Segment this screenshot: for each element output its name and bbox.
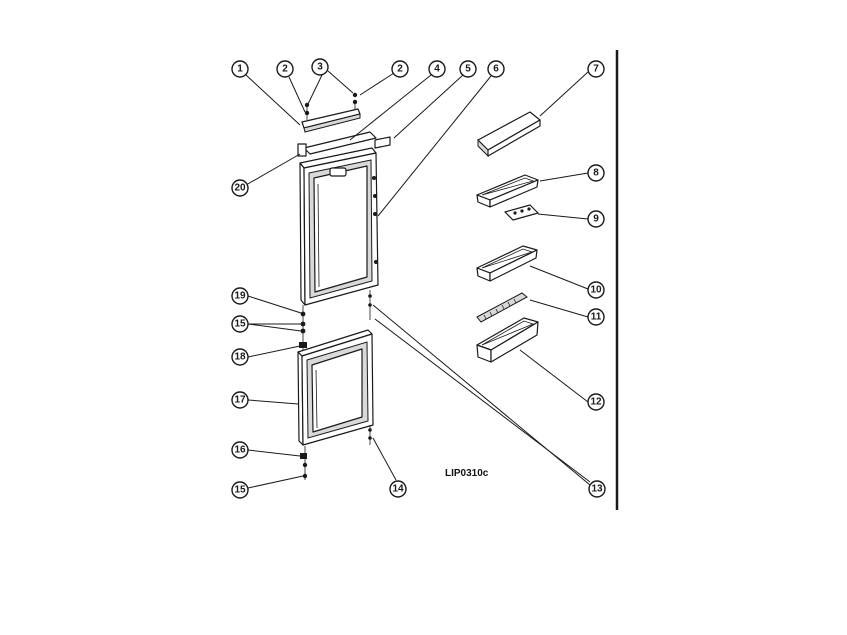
drawing-code-label: LIP0310c [445, 468, 489, 479]
callout-14: 14 [389, 480, 407, 498]
svg-text:1: 1 [237, 64, 243, 75]
svg-text:7: 7 [593, 64, 599, 75]
bottle-shelf [476, 317, 539, 363]
callout-13: 13 [588, 480, 606, 498]
callout-8: 8 [587, 164, 605, 182]
svg-text:9: 9 [593, 214, 599, 225]
small-clip-part [374, 136, 391, 149]
callout-15-middle: 15 [231, 315, 249, 333]
callout-2-left: 2 [276, 60, 294, 78]
svg-text:5: 5 [465, 64, 471, 75]
upper-door [299, 147, 379, 306]
door-shelf-upper [476, 174, 539, 208]
upper-hinge-piece [297, 143, 307, 157]
middle-hinge-stack [299, 290, 372, 350]
callout-5: 5 [459, 60, 477, 78]
callout-15-bottom: 15 [231, 481, 249, 499]
svg-text:4: 4 [434, 64, 440, 75]
top-screws [304, 92, 358, 120]
callout-10: 10 [587, 281, 605, 299]
callout-12: 12 [587, 393, 605, 411]
callout-17: 17 [231, 391, 249, 409]
callout-4: 4 [428, 60, 446, 78]
svg-text:10: 10 [590, 285, 602, 296]
callout-11: 11 [587, 308, 605, 326]
door-top-trim [303, 131, 377, 155]
callout-2-right: 2 [391, 60, 409, 78]
door-shelf-middle [476, 245, 538, 282]
callout-6: 6 [487, 60, 505, 78]
callout-19: 19 [231, 287, 249, 305]
svg-text:15: 15 [234, 485, 246, 496]
svg-text:20: 20 [234, 183, 246, 194]
svg-text:12: 12 [590, 397, 602, 408]
callout-9: 9 [587, 210, 605, 228]
callout-1: 1 [231, 60, 249, 78]
callout-16: 16 [231, 441, 249, 459]
svg-text:8: 8 [593, 168, 599, 179]
top-hinge-cover [301, 108, 361, 133]
svg-text:16: 16 [234, 445, 246, 456]
svg-text:15: 15 [234, 319, 246, 330]
callout-3: 3 [311, 58, 329, 76]
callout-20: 20 [231, 179, 249, 197]
egg-holder [504, 204, 539, 221]
svg-text:14: 14 [392, 484, 404, 495]
dairy-shelf [477, 111, 541, 158]
svg-text:2: 2 [282, 64, 288, 75]
bottom-hinge-stack [300, 425, 372, 480]
callout-7: 7 [587, 60, 605, 78]
svg-text:2: 2 [397, 64, 403, 75]
lower-door [297, 329, 374, 446]
svg-text:3: 3 [317, 62, 323, 73]
svg-text:18: 18 [234, 352, 246, 363]
svg-text:13: 13 [591, 484, 603, 495]
svg-text:6: 6 [493, 64, 499, 75]
svg-text:17: 17 [234, 395, 246, 406]
leader-lines [245, 70, 591, 489]
svg-text:19: 19 [234, 291, 246, 302]
svg-text:11: 11 [591, 312, 602, 323]
callout-18: 18 [231, 348, 249, 366]
bottle-retainer [476, 292, 528, 323]
